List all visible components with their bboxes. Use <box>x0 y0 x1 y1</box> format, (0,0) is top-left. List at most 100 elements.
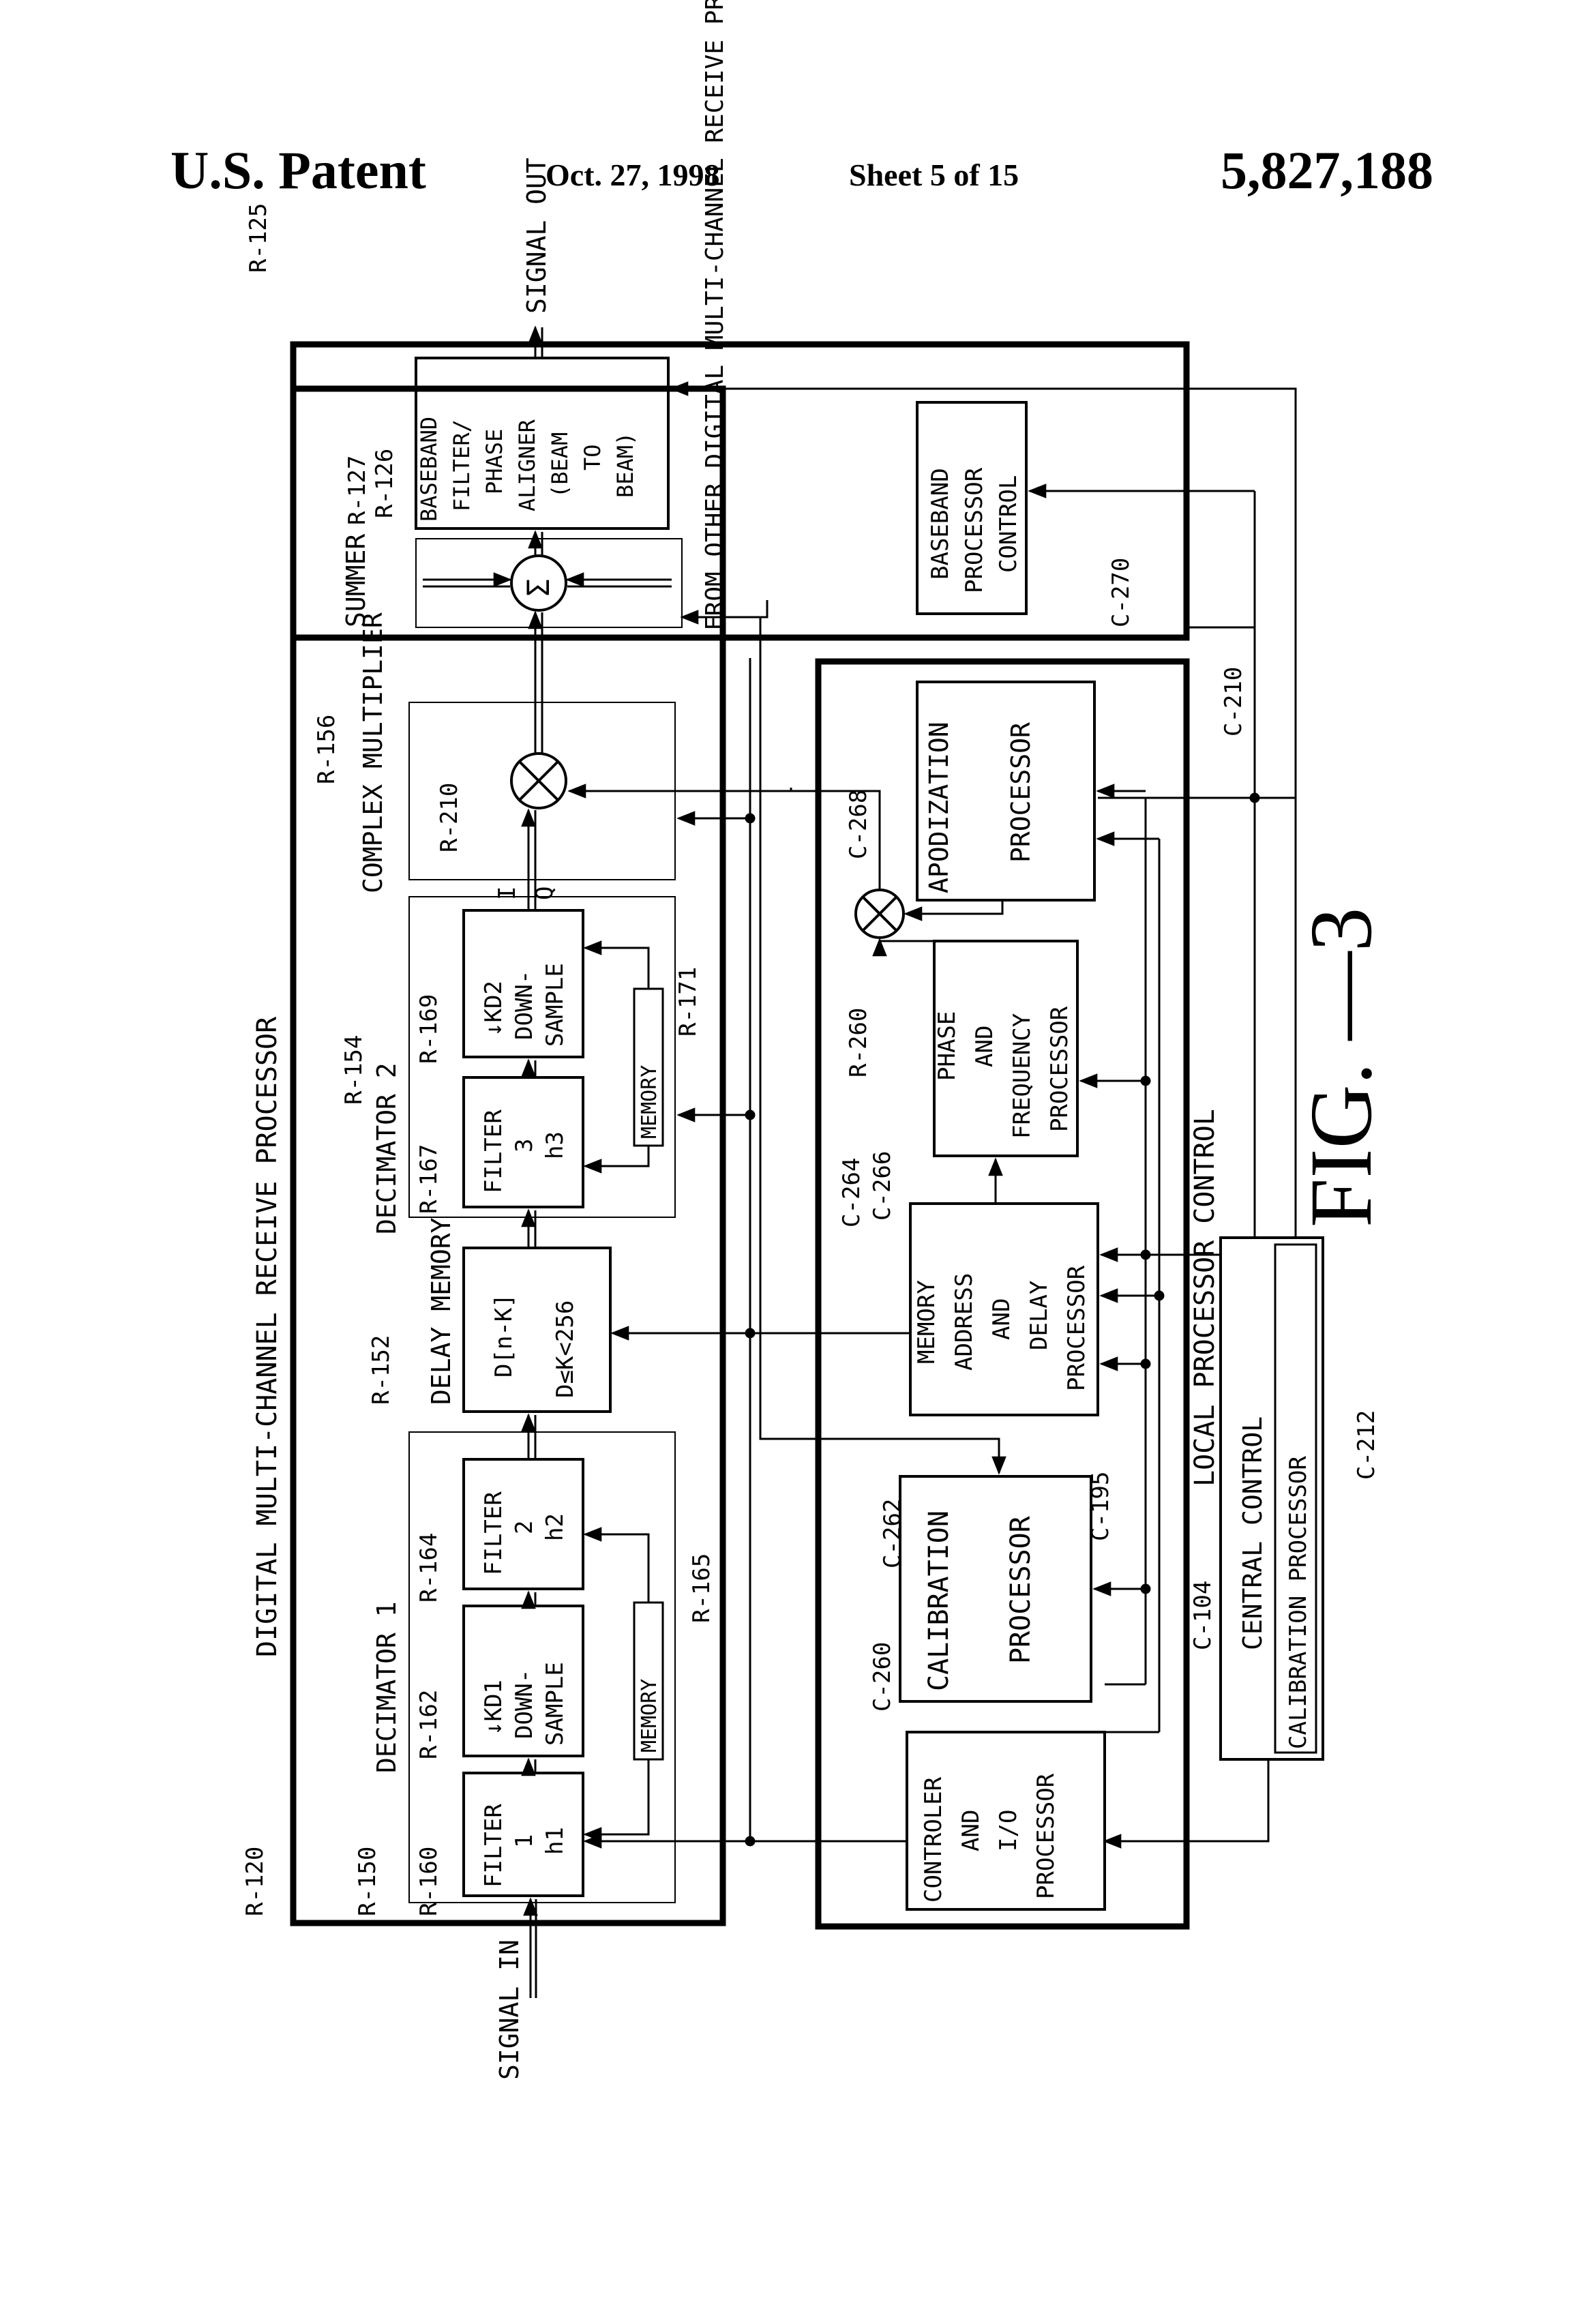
baseband-control-text: BASEBAND PROCESSOR CONTROL <box>927 467 1022 593</box>
figure-label: FIG. —3 <box>1292 908 1390 1227</box>
svg-text:FILTER/: FILTER/ <box>449 419 475 511</box>
svg-text:3: 3 <box>511 1139 538 1152</box>
ref-c260: C-260 <box>869 1642 896 1712</box>
ref-r125: R-125 <box>245 203 272 273</box>
delay-memory-block <box>464 1248 610 1412</box>
ref-r171: R-171 <box>674 967 702 1037</box>
decimator2-label: DECIMATOR 2 <box>372 1062 402 1234</box>
svg-text:PROCESSOR: PROCESSOR <box>1063 1265 1090 1391</box>
svg-text:1: 1 <box>511 1834 538 1848</box>
svg-text:MEMORY: MEMORY <box>913 1280 940 1364</box>
ref-r127: R-127 <box>344 456 371 525</box>
filter2-text: FILTER 2 h2 <box>480 1491 569 1575</box>
signal-in-label: SIGNAL IN <box>494 1939 524 2080</box>
svg-text:FILTER: FILTER <box>480 1804 507 1888</box>
svg-text:h1: h1 <box>541 1827 569 1855</box>
ref-c266: C-266 <box>869 1151 896 1221</box>
memory2-text: MEMORY <box>638 1065 661 1139</box>
svg-text:APODIZATION: APODIZATION <box>924 721 954 893</box>
phase-freq-text: PHASE AND FREQUENCY PROCESSOR <box>934 1006 1073 1139</box>
svg-text:BASEBAND: BASEBAND <box>416 417 442 522</box>
complex-multiplier-label: COMPLEX MULTIPLIER <box>358 612 388 893</box>
ref-r165: R-165 <box>688 1553 715 1623</box>
svg-text:h2: h2 <box>541 1513 569 1541</box>
delay-text: D[n-K] D≤K<256 <box>490 1294 579 1398</box>
svg-text:ADDRESS: ADDRESS <box>951 1273 978 1371</box>
ref-c210: C-210 <box>1220 667 1247 736</box>
svg-text:I/O: I/O <box>995 1810 1022 1851</box>
ref-r156: R-156 <box>313 715 340 784</box>
svg-text:AND: AND <box>971 1026 998 1067</box>
kd1-text: ↓KD1 DOWN- SAMPLE <box>480 1662 569 1746</box>
svg-text:FREQUENCY: FREQUENCY <box>1009 1013 1036 1139</box>
ref-r154: R-154 <box>340 1035 368 1105</box>
svg-text:FILTER: FILTER <box>480 1491 507 1575</box>
filter3-text: FILTER 3 h3 <box>480 1109 569 1193</box>
svg-text:CONTROL: CONTROL <box>995 475 1022 573</box>
svg-text:FILTER: FILTER <box>480 1109 507 1193</box>
svg-text:2: 2 <box>511 1521 538 1534</box>
lpc-outer-box <box>818 661 1186 1926</box>
svg-text:h3: h3 <box>541 1131 569 1159</box>
ref-r120: R-120 <box>241 1847 269 1916</box>
memory1-text: MEMORY <box>638 1679 661 1753</box>
ref-r160: R-160 <box>415 1847 443 1916</box>
svg-text:ALIGNER: ALIGNER <box>514 419 540 511</box>
svg-text:SAMPLE: SAMPLE <box>541 963 569 1047</box>
ref-c262: C-262 <box>879 1499 906 1568</box>
cc-calibration-label: CALIBRATION PROCESSOR <box>1285 1456 1312 1749</box>
svg-text:D[n-K]: D[n-K] <box>490 1294 518 1377</box>
baseband-filter-text: BASEBAND FILTER/ PHASE ALIGNER (BEAM TO … <box>416 417 638 522</box>
calibration-text: CALIBRATION PROCESSOR <box>923 1510 1036 1691</box>
svg-text:DELAY: DELAY <box>1026 1281 1053 1350</box>
svg-text:SAMPLE: SAMPLE <box>541 1662 569 1746</box>
svg-text:D≤K<256: D≤K<256 <box>552 1300 579 1398</box>
svg-text:↓KD2: ↓KD2 <box>480 981 507 1037</box>
ref-r150: R-150 <box>354 1847 381 1916</box>
i-label: I <box>494 887 521 900</box>
svg-text:BASEBAND: BASEBAND <box>927 468 954 580</box>
delay-memory-label: DELAY MEMORY <box>426 1217 456 1405</box>
q-label: Q <box>531 887 558 900</box>
svg-text:CONTROLER: CONTROLER <box>920 1776 947 1903</box>
ref-c212: C-212 <box>1353 1410 1380 1480</box>
ref-r126: R-126 <box>371 449 398 518</box>
svg-text:↓KD1: ↓KD1 <box>480 1680 507 1735</box>
signal-out-label: SIGNAL OUT <box>522 158 552 314</box>
ref-c270: C-270 <box>1107 558 1135 627</box>
svg-text:PHASE: PHASE <box>934 1011 961 1081</box>
svg-text:PROCESSOR: PROCESSOR <box>961 467 988 593</box>
summer-label: SUMMER <box>341 534 371 627</box>
filter1-text: FILTER 1 h1 <box>480 1804 569 1888</box>
svg-text:AND: AND <box>988 1298 1015 1340</box>
ref-c104: C-104 <box>1189 1581 1217 1650</box>
svg-text:AND: AND <box>957 1810 985 1851</box>
ref-r152: R-152 <box>368 1335 395 1405</box>
apodization-text: APODIZATION PROCESSOR <box>924 721 1036 893</box>
kd2-text: ↓KD2 DOWN- SAMPLE <box>480 963 569 1047</box>
summer-sigma: Σ <box>522 579 556 597</box>
ref-r164: R-164 <box>415 1533 443 1603</box>
svg-text:CALIBRATION: CALIBRATION <box>923 1510 955 1691</box>
svg-text:DOWN-: DOWN- <box>511 970 538 1040</box>
svg-text:(BEAM: (BEAM <box>547 432 573 498</box>
svg-text:DOWN-: DOWN- <box>511 1669 538 1739</box>
ref-r260: R-260 <box>845 1008 872 1077</box>
svg-text:PROCESSOR: PROCESSOR <box>1046 1006 1073 1132</box>
dmcrp-title: DIGITAL MULTI-CHANNEL RECEIVE PROCESSOR <box>252 1016 283 1657</box>
svg-text:PROCESSOR: PROCESSOR <box>1032 1773 1060 1899</box>
ref-c268: C-268 <box>845 790 872 859</box>
svg-text:BEAM): BEAM) <box>612 432 638 498</box>
ref-c195: C-195 <box>1087 1472 1114 1541</box>
svg-text:PROCESSOR: PROCESSOR <box>1006 722 1036 863</box>
lpc-title: LOCAL PROCESSOR CONTROL <box>1189 1109 1221 1487</box>
central-control-label: CENTRAL CONTROL <box>1238 1416 1268 1650</box>
decimator1-label: DECIMATOR 1 <box>372 1601 402 1773</box>
ref-r167: R-167 <box>415 1144 443 1214</box>
svg-text:PHASE: PHASE <box>481 429 507 494</box>
ref-r162: R-162 <box>415 1690 443 1759</box>
svg-text:TO: TO <box>580 444 606 471</box>
from-other-label: FROM OTHER DIGITAL MULTI-CHANNEL RECEIVE… <box>701 0 729 631</box>
ref-c264: C-264 <box>838 1158 865 1227</box>
